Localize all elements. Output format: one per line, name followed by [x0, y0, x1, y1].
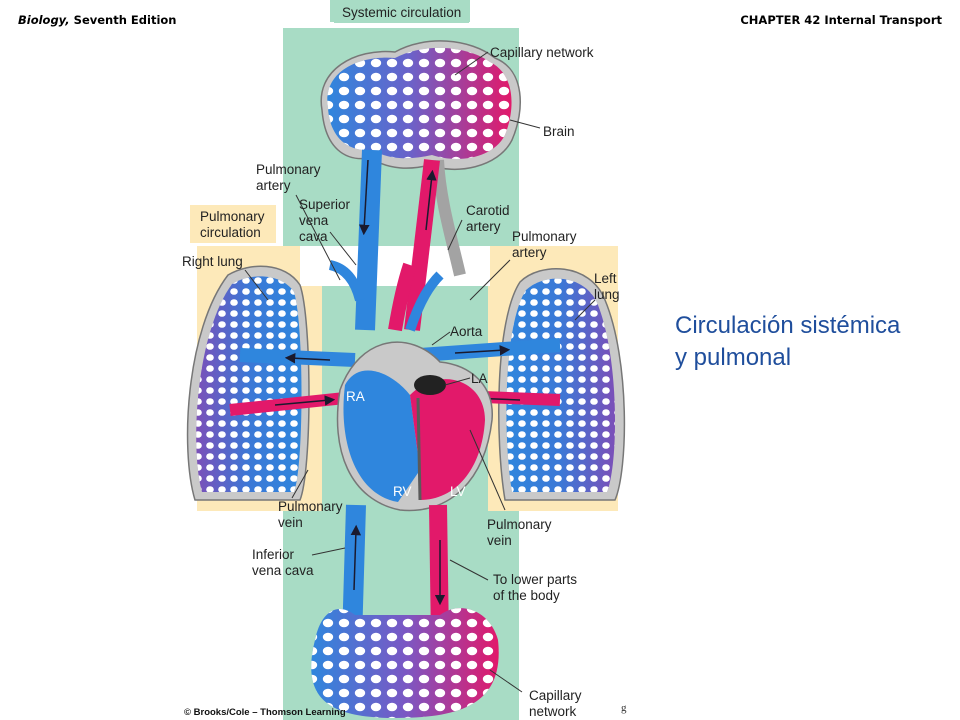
superior-vena-cava [355, 149, 382, 331]
label-systemic-circulation: Systemic circulation [334, 3, 470, 23]
label-carotid-artery: Carotid artery [466, 203, 510, 234]
label-pulmonary-vein-right: Pulmonary vein [487, 517, 552, 548]
lower-body-capillary-network [311, 608, 499, 718]
label-pulmonary-artery-left: Pulmonary artery [256, 162, 321, 193]
carotid-artery [404, 159, 440, 331]
label-brain: Brain [543, 124, 575, 139]
label-inferior-vena-cava: Inferior vena cava [252, 547, 314, 578]
header-book-title: Biology, Seventh Edition [18, 13, 176, 27]
copyright-notice: © Brooks/Cole – Thomson Learning [184, 707, 346, 718]
brain-capillary-network [320, 40, 521, 277]
label-rv: RV [393, 484, 412, 499]
label-aorta: Aorta [450, 324, 483, 339]
label-right-lung: Right lung [182, 254, 243, 269]
label-pulmonary-circulation: Pulmonary circulation [194, 207, 271, 243]
label-capillary-network-bottom: Capillary network [529, 688, 582, 719]
left-lung [498, 268, 626, 501]
stray-mark: g [621, 702, 627, 714]
label-to-lower-parts: To lower parts of the body [493, 572, 578, 603]
header-chapter: CHAPTER 42 Internal Transport [740, 13, 942, 27]
heart [328, 260, 493, 512]
label-left-lung: Left lung [594, 271, 620, 302]
book-title: Biology, [18, 13, 70, 27]
label-pulmonary-vein-left: Pulmonary vein [278, 499, 343, 530]
slide-title: Circulación sistémica y pulmonal [675, 312, 901, 371]
label-pulmonary-artery-right: Pulmonary artery [512, 229, 577, 260]
label-capillary-network-top: Capillary network [490, 45, 594, 60]
label-la: LA [471, 371, 488, 386]
leader-lines [244, 51, 596, 693]
label-superior-vena-cava: Superior vena cava [299, 197, 351, 244]
right-lung [186, 265, 310, 501]
label-ra: RA [346, 389, 365, 404]
book-edition: Seventh Edition [69, 13, 177, 27]
label-lv: LV [450, 484, 466, 499]
